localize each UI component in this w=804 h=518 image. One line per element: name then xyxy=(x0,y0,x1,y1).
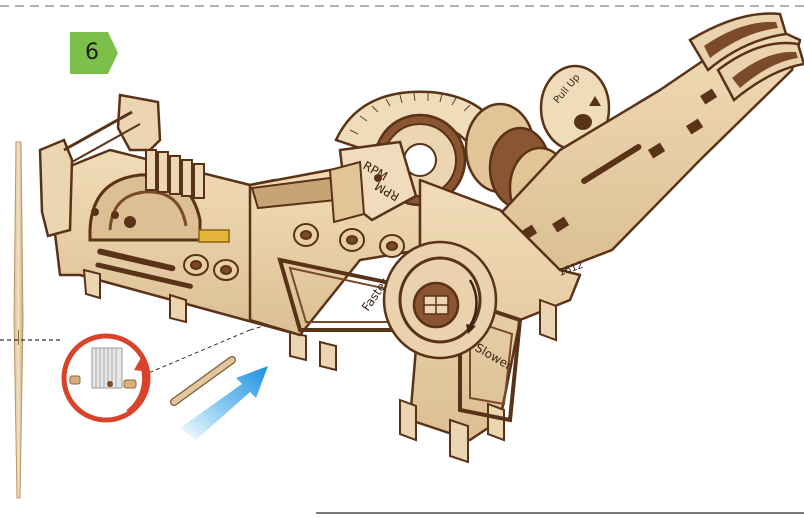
step-number: 6 xyxy=(70,32,114,74)
loose-pin xyxy=(174,360,232,402)
wooden-machine-model: RPM RPM Pull Up xyxy=(40,14,804,462)
toothpick-reference xyxy=(14,142,23,498)
detail-callout xyxy=(64,333,150,420)
insert-direction-arrow xyxy=(180,366,268,440)
